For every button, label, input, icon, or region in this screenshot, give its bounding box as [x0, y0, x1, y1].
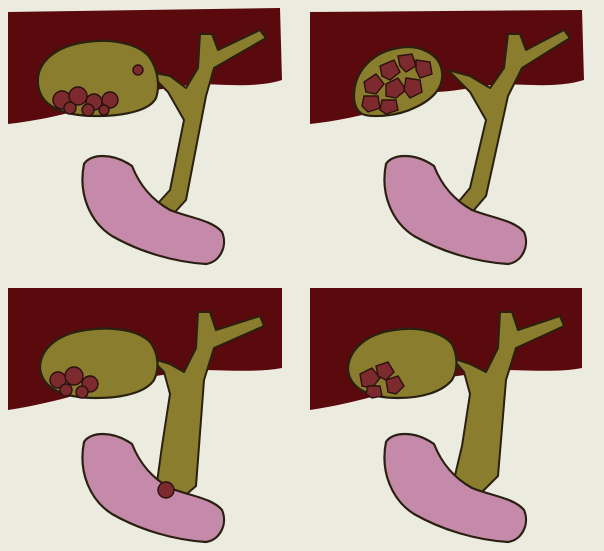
panel-top-left: [0, 0, 300, 275]
duodenum: [384, 434, 526, 542]
liver: [310, 10, 584, 124]
duct-stone: [158, 482, 174, 498]
panel-bottom-left: [0, 276, 300, 551]
duodenum: [82, 434, 224, 542]
gallbladder-diagram-1: [0, 0, 300, 275]
gallbladder-diagram-3: [0, 276, 300, 551]
duodenum: [82, 156, 224, 264]
duodenum: [384, 156, 526, 264]
gallbladder-diagram-4: [302, 276, 602, 551]
gallbladder-diagram-2: [302, 0, 602, 275]
panel-top-right: [302, 0, 602, 275]
panel-bottom-right: [302, 276, 602, 551]
